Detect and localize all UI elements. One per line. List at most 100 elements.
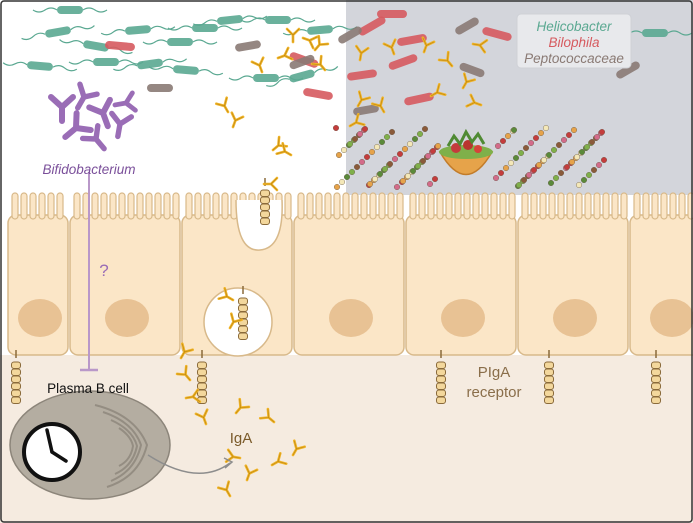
bacteria-icon: [289, 54, 315, 70]
food-particle: [521, 176, 528, 183]
epithelial-cell: [517, 192, 629, 356]
epithelial-cell: [629, 192, 693, 356]
food-particle: [369, 148, 376, 155]
bifido-cell: [48, 94, 76, 124]
food-particle: [422, 125, 429, 132]
food-particle: [377, 170, 384, 177]
bacteria-icon: [404, 92, 434, 106]
food-particle: [591, 166, 598, 173]
food-particle: [536, 161, 543, 168]
nucleus: [650, 299, 693, 337]
food-particle: [402, 145, 409, 152]
food-particle: [341, 146, 348, 153]
bacteria-icon: [68, 58, 144, 66]
food-particle: [523, 144, 530, 151]
bifidobacterium-label: Bifidobacterium: [42, 162, 135, 177]
food-particle: [432, 175, 439, 182]
nucleus: [18, 299, 62, 337]
food-particle: [349, 168, 356, 175]
food-particle: [425, 152, 432, 159]
food-particle: [397, 150, 404, 157]
bacteria-icon: [147, 84, 173, 92]
food-particle: [384, 133, 391, 140]
food-particle: [392, 155, 399, 162]
food-particle: [334, 183, 341, 190]
food-particle: [405, 172, 412, 179]
epithelial-cell: [293, 192, 405, 356]
food-particle: [594, 133, 601, 140]
food-particle: [586, 171, 593, 178]
secretion-arrow: [147, 454, 231, 474]
food-particle: [500, 137, 507, 144]
nucleus: [553, 299, 597, 337]
bacteria-icon: [100, 25, 176, 36]
legend-helicobacter: Helicobacter: [536, 19, 612, 34]
food-particle: [589, 138, 596, 145]
food-particle: [574, 153, 581, 160]
food-particle: [513, 154, 520, 161]
bifido-cell: [79, 123, 107, 152]
food-particle: [430, 147, 437, 154]
bifidobacterium-icon: [48, 81, 138, 152]
food-particle: [518, 149, 525, 156]
food-particle: [495, 142, 502, 149]
food-particle: [359, 158, 366, 165]
food-particle: [493, 174, 500, 181]
bacteria-icon: [459, 62, 485, 78]
food-particle: [561, 136, 568, 143]
food-particle: [503, 164, 510, 171]
bifido-cell: [109, 110, 135, 140]
epithelium: [7, 192, 693, 357]
food-particle: [511, 126, 518, 133]
food-particle: [364, 153, 371, 160]
bacteria-icon: [167, 24, 243, 32]
pigr-chain: [651, 350, 661, 404]
food-particle: [541, 156, 548, 163]
bacteria-layer: [2, 6, 693, 116]
epithelial-cell: [7, 192, 69, 356]
food-particle: [531, 166, 538, 173]
food-particle: [546, 151, 553, 158]
food-particle: [571, 126, 578, 133]
legend-box: [516, 13, 632, 69]
food-particle: [389, 128, 396, 135]
food-particle: [548, 179, 555, 186]
bacteria-icon: [142, 38, 218, 46]
food-particle: [526, 171, 533, 178]
nucleus: [441, 299, 485, 337]
secretion-arrowhead: [223, 457, 234, 469]
food-particle: [362, 125, 369, 132]
bifido-cell: [62, 110, 94, 140]
food-particle: [372, 175, 379, 182]
nucleus: [329, 299, 373, 337]
food-particle: [579, 148, 586, 155]
food-particle: [357, 130, 364, 137]
bacteria-icon: [235, 40, 261, 52]
bifido-cell: [112, 90, 138, 113]
food-particle: [354, 163, 361, 170]
bifido-cell: [74, 81, 100, 111]
food-particle: [415, 162, 422, 169]
bacteria-icon: [616, 61, 640, 79]
food-particle: [336, 151, 343, 158]
food-particle: [339, 178, 346, 185]
bacteria-icon: [358, 16, 386, 36]
piga-receptors: [11, 178, 661, 404]
bacteria-icon: [105, 41, 135, 51]
food-particle: [417, 130, 424, 137]
food-particle: [427, 180, 434, 187]
bacteria-icon: [377, 10, 407, 18]
plasma-b-cell-label: Plasma B cell: [47, 381, 129, 396]
nucleus: [105, 299, 149, 337]
legend-peptococcaceae: Peptococcaceae: [524, 51, 624, 66]
food-particle: [528, 139, 535, 146]
pigr-label-line2: receptor: [466, 384, 521, 401]
food-particle: [553, 174, 560, 181]
bacteria-icon: [397, 34, 427, 46]
food-particle: [394, 183, 401, 190]
legend-bilophila: Bilophila: [548, 35, 600, 50]
bacteria-icon: [148, 65, 224, 76]
food-particle: [435, 142, 442, 149]
bacteria-icon: [113, 58, 188, 71]
